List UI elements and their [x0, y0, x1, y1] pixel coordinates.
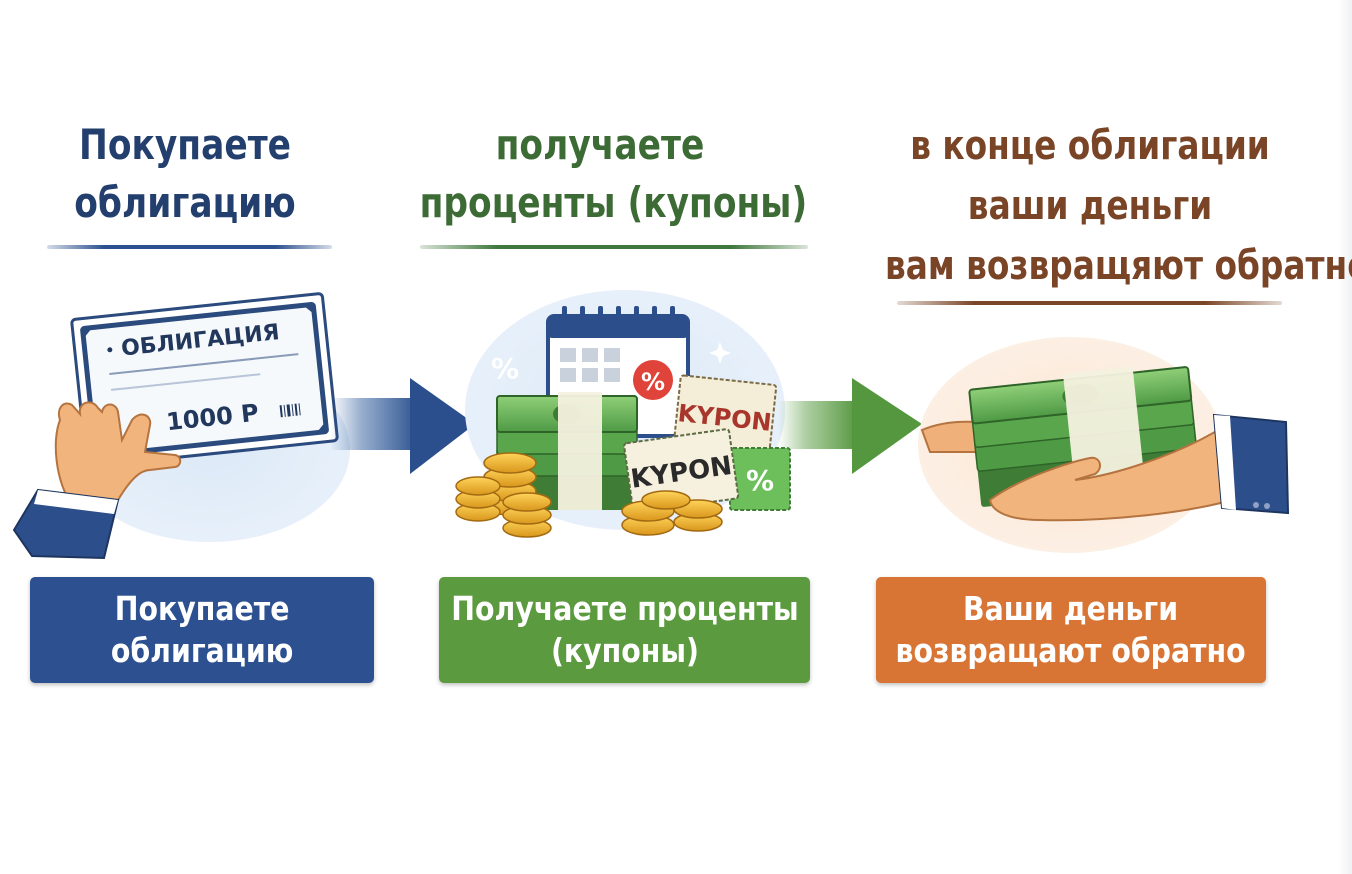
step-1-box-line-2: облигацию: [110, 631, 294, 670]
step-3-heading-line-3: вам возвращяют обратно: [885, 243, 1352, 289]
step-1-heading-line-1: Покупаете: [78, 120, 292, 169]
calendar-percent: %: [641, 368, 665, 396]
coupon-icon-2: % KYPON: [623, 428, 791, 514]
arrow-right-icon-2: [778, 378, 922, 474]
step-2-heading-line-2: проценты (купоны): [419, 178, 808, 227]
step-3-box: Ваши деньги возвращают обратно: [876, 577, 1266, 683]
coupons-illustration: % %: [455, 290, 791, 538]
money-returned-illustration: [918, 337, 1290, 553]
step-1-heading: Покупаете облигацию: [42, 116, 329, 232]
cash-stack-icon: [496, 392, 638, 510]
step-3-heading-line-1: в конце облигации: [910, 123, 1270, 169]
arrow-right-icon-1: [330, 378, 475, 474]
step-3-underline: [897, 301, 1282, 305]
step-2-box-line-2: (купоны): [550, 631, 699, 670]
step-2-box: Получаете проценты (купоны): [439, 577, 810, 683]
right-hand-icon: [988, 413, 1290, 522]
step-2-heading-line-1: получаете: [495, 120, 705, 169]
step-3-box-line-2: возвращают обратно: [895, 631, 1247, 670]
step-1-box: Покупаете облигацию: [30, 577, 374, 683]
coupon-percent: %: [746, 464, 774, 497]
step-1-heading-line-2: облигацию: [74, 178, 296, 227]
step-1-underline: [47, 245, 332, 249]
percent-icon-floating: %: [491, 352, 519, 385]
step-2-box-line-1: Получаете проценты: [450, 589, 799, 628]
step-3-heading: в конце облигации ваши деньги вам возвра…: [885, 116, 1352, 296]
step-2-heading: получаете проценты (купоны): [419, 116, 808, 232]
step-3-box-line-1: Ваши деньги: [963, 589, 1179, 628]
sparkle-icon: [709, 342, 731, 364]
step-1-box-line-1: Покупаете: [114, 589, 290, 628]
page-edge-shade: [1338, 0, 1352, 874]
step-3-heading-line-2: ваши деньги: [967, 183, 1213, 229]
bond-illustration: ОБЛИГАЦИЯ 1000 Р: [12, 292, 350, 560]
step-2-underline: [420, 245, 808, 249]
hand-icon: [12, 401, 182, 560]
coins-icon: [455, 452, 723, 538]
